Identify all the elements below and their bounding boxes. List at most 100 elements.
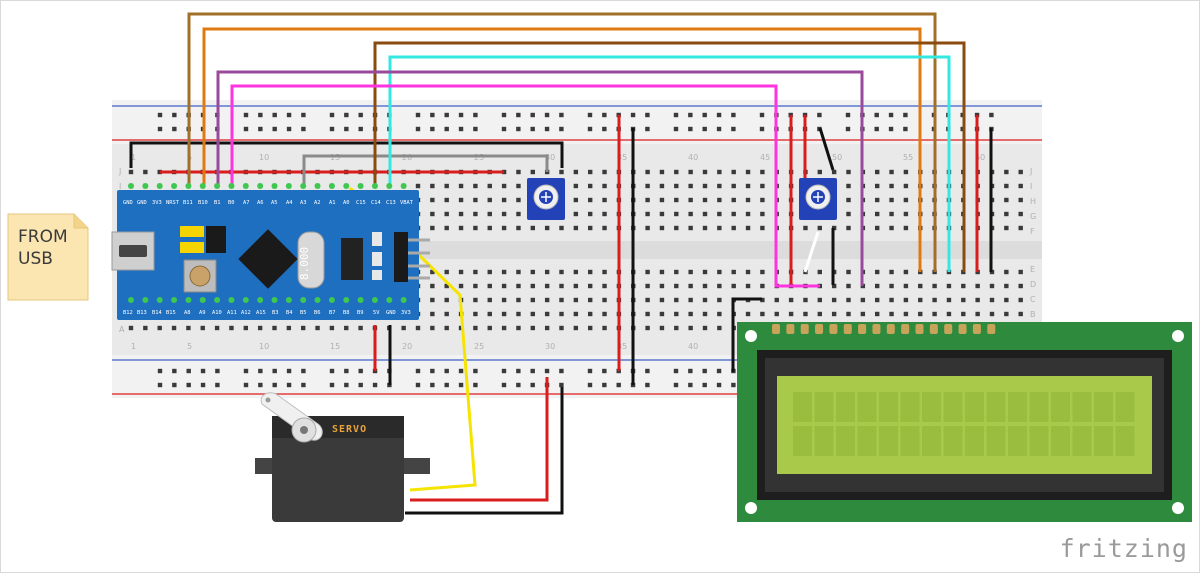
rail-hole bbox=[344, 382, 349, 388]
breadboard-hole bbox=[674, 211, 679, 217]
breadboard-hole bbox=[602, 225, 607, 231]
rail-hole bbox=[544, 112, 550, 118]
rail-hole bbox=[172, 382, 177, 388]
breadboard-hole bbox=[473, 183, 478, 189]
pin-label: A0 bbox=[343, 200, 350, 206]
breadboard-hole bbox=[918, 283, 923, 289]
breadboard-hole bbox=[602, 183, 607, 189]
header-pin bbox=[156, 183, 163, 189]
breadboard-hole bbox=[889, 211, 894, 217]
pin-label: C14 bbox=[371, 200, 381, 206]
breadboard-hole bbox=[588, 197, 593, 203]
row-letter: J bbox=[1029, 167, 1032, 176]
pin-label: B14 bbox=[152, 310, 162, 316]
rail-hole bbox=[243, 112, 249, 118]
breadboard-hole bbox=[889, 197, 894, 203]
rail-hole bbox=[329, 126, 335, 132]
breadboard-hole bbox=[516, 225, 521, 231]
breadboard-hole bbox=[674, 197, 679, 203]
breadboard-hole bbox=[315, 325, 320, 331]
breadboard-hole bbox=[745, 211, 751, 217]
breadboard-hole bbox=[516, 183, 521, 189]
breadboard-hole bbox=[530, 283, 535, 289]
breadboard-hole bbox=[731, 225, 736, 231]
rail-hole bbox=[473, 382, 478, 388]
breadboard-hole bbox=[961, 283, 966, 289]
rail-hole bbox=[702, 368, 707, 374]
breadboard-hole bbox=[875, 197, 880, 203]
breadboard-hole bbox=[516, 283, 521, 289]
breadboard-hole bbox=[530, 169, 535, 175]
breadboard-hole bbox=[817, 225, 822, 231]
breadboard-hole bbox=[573, 297, 579, 303]
rail-hole bbox=[258, 126, 263, 132]
breadboard-hole bbox=[487, 225, 492, 231]
breadboard-hole bbox=[501, 283, 507, 289]
breadboard-hole bbox=[286, 325, 292, 331]
rail-hole bbox=[845, 112, 851, 118]
breadboard-hole bbox=[444, 297, 449, 303]
lcd-screen bbox=[777, 376, 1152, 474]
breadboard-hole bbox=[745, 225, 751, 231]
lcd-cell bbox=[1072, 392, 1092, 422]
breadboard-hole bbox=[602, 269, 607, 275]
lcd-cell bbox=[836, 392, 855, 422]
column-number: 1 bbox=[131, 342, 136, 351]
breadboard-hole bbox=[573, 211, 579, 217]
breadboard-hole bbox=[530, 311, 535, 317]
pin-label: B8 bbox=[343, 310, 350, 316]
breadboard-hole bbox=[473, 197, 478, 203]
lcd-cell bbox=[814, 426, 834, 456]
rail-hole bbox=[458, 126, 464, 132]
breadboard-hole bbox=[659, 311, 665, 317]
breadboard-hole bbox=[745, 269, 751, 275]
rail-hole bbox=[430, 382, 435, 388]
breadboard-hole bbox=[516, 311, 521, 317]
rail-hole bbox=[716, 368, 722, 374]
breadboard-hole bbox=[157, 169, 162, 175]
breadboard-hole bbox=[1004, 269, 1009, 275]
breadboard-hole bbox=[702, 283, 708, 289]
header-pin bbox=[400, 297, 407, 303]
rail-hole bbox=[157, 382, 163, 388]
breadboard-hole bbox=[501, 325, 507, 331]
rail-hole bbox=[559, 126, 564, 132]
lcd-pin bbox=[786, 324, 795, 334]
rail-hole bbox=[559, 382, 564, 388]
pin-label: B4 bbox=[286, 310, 293, 316]
breadboard-hole bbox=[803, 297, 808, 303]
rail-hole bbox=[286, 382, 292, 388]
column-number: 15 bbox=[330, 342, 340, 351]
crystal-label: 8.000 bbox=[298, 247, 311, 280]
rail-hole bbox=[415, 368, 421, 374]
breadboard-hole bbox=[516, 211, 521, 217]
rail-hole bbox=[444, 382, 449, 388]
breadboard-hole bbox=[702, 311, 708, 317]
breadboard-hole bbox=[588, 325, 593, 331]
breadboard-hole bbox=[530, 297, 535, 303]
breadboard-hole bbox=[875, 269, 880, 275]
potentiometer-2 bbox=[799, 178, 837, 220]
rail-hole bbox=[702, 382, 707, 388]
breadboard-hole bbox=[487, 269, 492, 275]
header-pin bbox=[242, 297, 249, 303]
breadboard-hole bbox=[516, 297, 521, 303]
breadboard-hole bbox=[903, 197, 909, 203]
breadboard-hole bbox=[688, 169, 693, 175]
breadboard-hole bbox=[889, 283, 894, 289]
rail-hole bbox=[989, 112, 994, 118]
breadboard-hole bbox=[559, 169, 564, 175]
lcd-cell bbox=[1094, 426, 1113, 456]
wire-c15-brown bbox=[373, 41, 966, 272]
breadboard-hole bbox=[659, 325, 665, 331]
rail-hole bbox=[473, 126, 478, 132]
rail-hole bbox=[845, 126, 851, 132]
breadboard-hole bbox=[989, 297, 995, 303]
breadboard-hole bbox=[473, 211, 478, 217]
lcd-cell bbox=[1029, 426, 1049, 456]
breadboard-hole bbox=[760, 197, 765, 203]
breadboard-hole bbox=[702, 211, 708, 217]
pin-label: A7 bbox=[243, 200, 250, 206]
breadboard-hole bbox=[458, 183, 464, 189]
breadboard-hole bbox=[717, 283, 722, 289]
